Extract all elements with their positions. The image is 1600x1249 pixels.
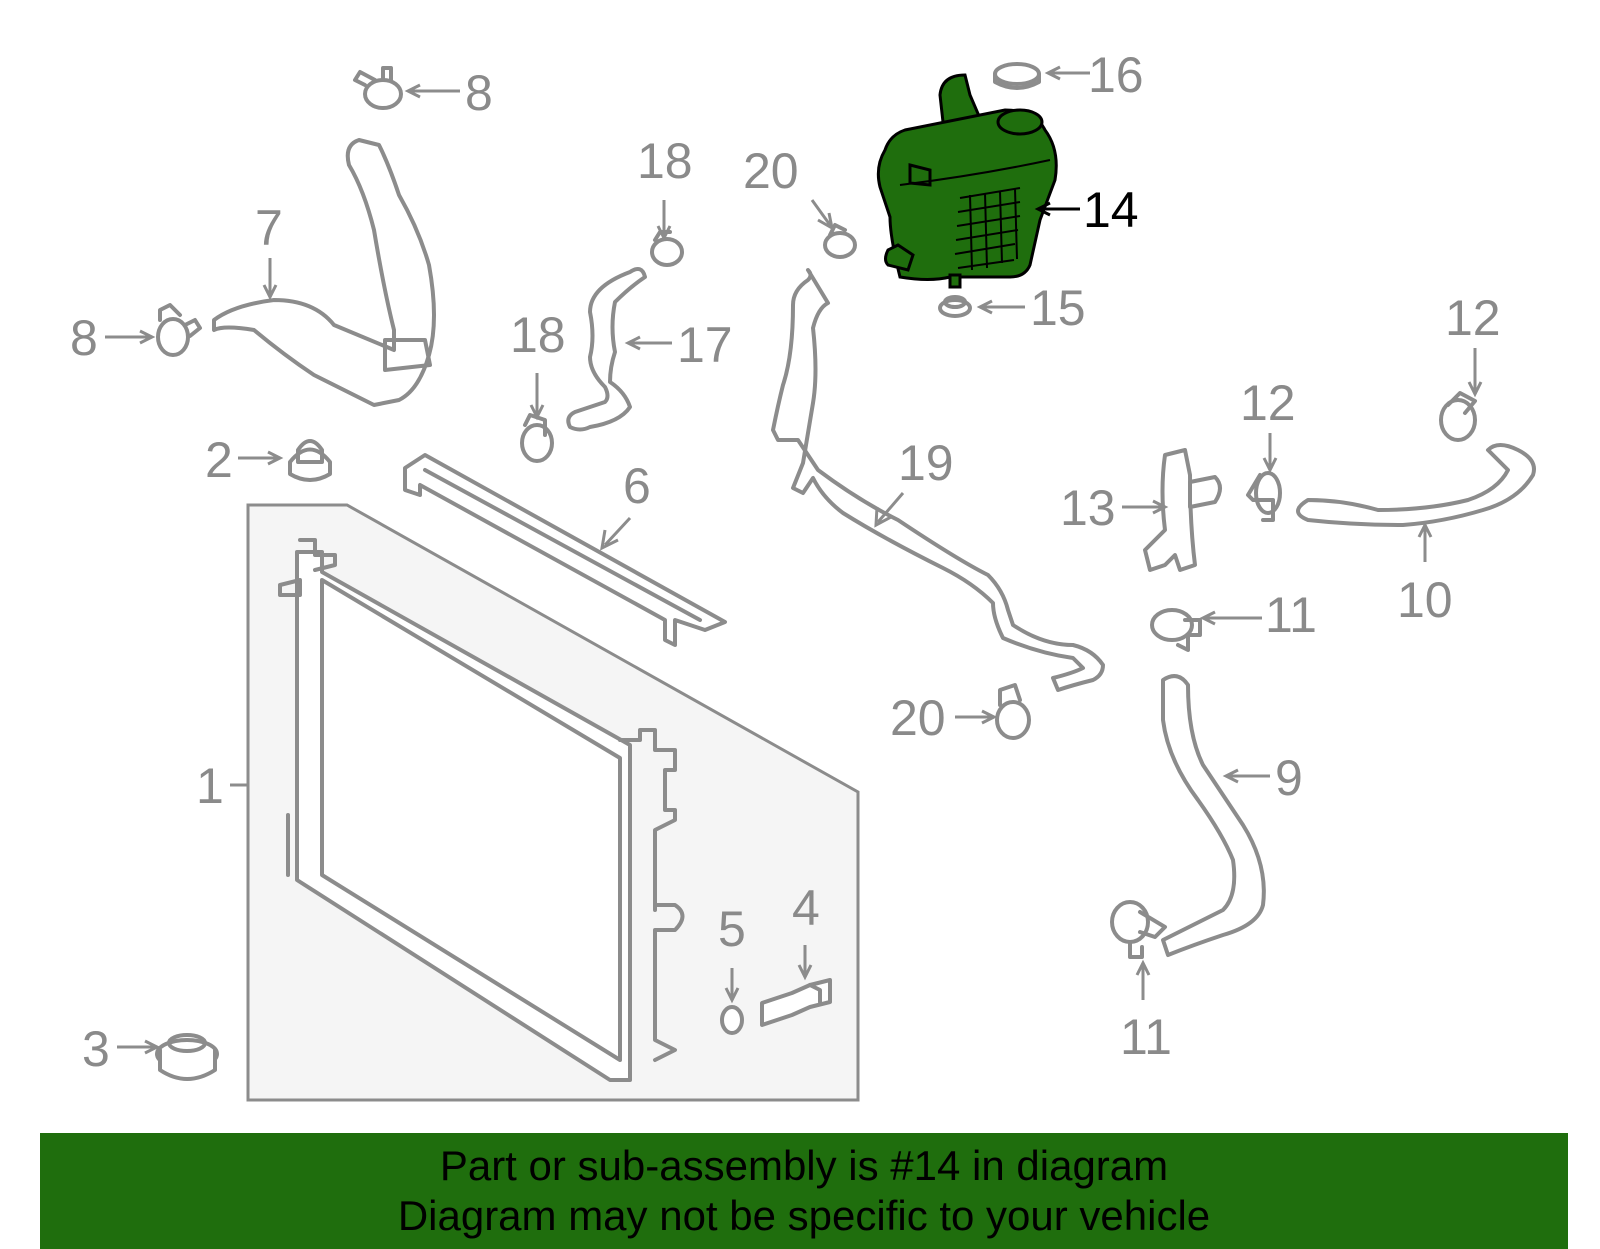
part-19-pipe <box>771 268 1105 692</box>
part-18-clamp-lower <box>520 413 554 463</box>
callout-16: 16 <box>1088 47 1144 103</box>
part-8-clamp-left <box>156 303 202 357</box>
callout-15: 15 <box>1030 280 1086 336</box>
callout-12-right: 12 <box>1445 290 1501 346</box>
part-20-clamp-lower <box>995 683 1031 740</box>
leader-lines <box>105 65 1483 1055</box>
callout-1: 1 <box>196 758 224 814</box>
part-12-clamp-left <box>1246 471 1282 522</box>
banner-line-1: Part or sub-assembly is #14 in diagram <box>439 1142 1169 1189</box>
callout-14-highlighted: 14 <box>1083 182 1139 238</box>
radiator-assembly <box>246 503 860 1102</box>
part-3-cap <box>155 1033 219 1081</box>
part-9-lower-hose <box>1161 674 1266 957</box>
part-7-upper-hose <box>212 138 436 407</box>
callout-20-lower: 20 <box>890 690 946 746</box>
callout-4: 4 <box>792 880 820 936</box>
callout-17: 17 <box>677 317 733 373</box>
callout-18-lower: 18 <box>510 307 566 363</box>
callout-18-upper: 18 <box>637 133 693 189</box>
part-16-seal-ring <box>993 62 1041 90</box>
part-10-hose <box>1296 443 1536 527</box>
part-13-water-outlet <box>1143 448 1222 572</box>
callout-2: 2 <box>205 432 233 488</box>
callout-19: 19 <box>898 435 954 491</box>
callout-3: 3 <box>82 1021 110 1077</box>
callout-10: 10 <box>1397 572 1453 628</box>
part-6-seal <box>403 453 727 647</box>
part-5-washer <box>720 1005 744 1035</box>
part-11-clamp-lower <box>1110 900 1167 959</box>
callout-11-lower: 11 <box>1120 1009 1172 1065</box>
info-banner: Part or sub-assembly is #14 in diagram D… <box>40 1133 1568 1249</box>
part-20-clamp-upper <box>823 223 857 259</box>
callout-12-left: 12 <box>1240 375 1296 431</box>
part-12-clamp-right <box>1439 391 1477 442</box>
part-18-clamp-upper <box>650 230 684 267</box>
callout-8-left: 8 <box>70 310 98 366</box>
part-4-drain-plug <box>760 978 832 1027</box>
callout-5: 5 <box>718 901 746 957</box>
callout-9: 9 <box>1275 750 1303 806</box>
part-17-hose <box>566 266 647 432</box>
callout-11-upper: 11 <box>1265 587 1317 643</box>
part-8-clamp-top <box>353 66 403 110</box>
callout-20-upper: 20 <box>743 143 799 199</box>
callout-7: 7 <box>255 200 283 256</box>
part-14-reservoir-highlighted <box>876 73 1058 289</box>
callout-6: 6 <box>623 458 651 514</box>
callout-13: 13 <box>1060 480 1116 536</box>
banner-line-2: Diagram may not be specific to your vehi… <box>397 1192 1211 1239</box>
part-15-grommet <box>938 295 972 318</box>
part-11-clamp-upper <box>1150 608 1202 652</box>
callout-8-top: 8 <box>465 65 493 121</box>
part-2-radiator-cap <box>288 439 332 482</box>
callout-labels: 1 2 3 4 5 6 7 8 8 9 10 11 11 12 12 13 14… <box>70 47 1501 1077</box>
